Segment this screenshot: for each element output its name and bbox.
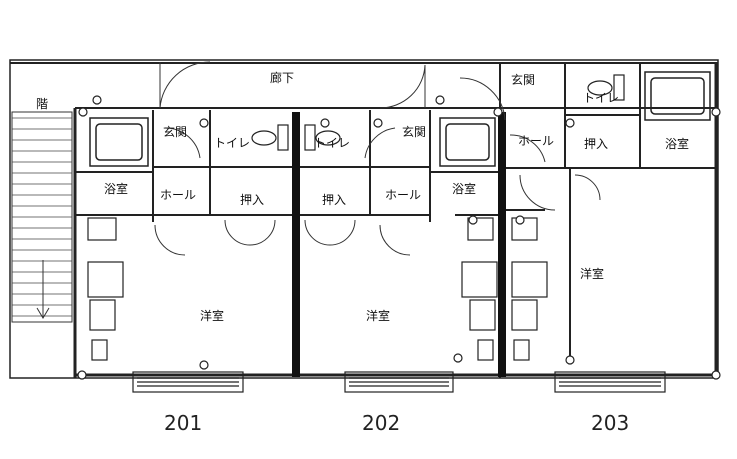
pillar-marker [711, 107, 721, 117]
kitchen-201 [87, 217, 124, 361]
pillar-marker [565, 118, 575, 128]
toilet-203 [587, 74, 625, 101]
label-western-room-203: 洋室 [580, 266, 604, 281]
label-entrance-203: 玄関 [511, 72, 535, 87]
bathtub-201 [89, 117, 149, 167]
window-201 [132, 371, 244, 393]
label-hall-201: ホール [160, 188, 196, 202]
label-western-room-201: 洋室 [200, 308, 224, 323]
pillar-marker [78, 107, 88, 117]
unit-number-201: 201 [164, 411, 202, 435]
label-entrance-202: 玄関 [402, 124, 426, 139]
label-closet-203: 押入 [584, 137, 608, 151]
kitchen-203 [511, 217, 548, 361]
bathtub-203 [644, 71, 711, 121]
unit-number-202: 202 [362, 411, 400, 435]
unit-number-203: 203 [591, 411, 629, 435]
pillar-marker [435, 95, 445, 105]
label-closet-202: 押入 [322, 193, 346, 207]
interior-walls [75, 63, 716, 360]
label-bath-203: 浴室 [665, 136, 689, 151]
pillar-marker [515, 215, 525, 225]
pillar-marker [468, 215, 478, 225]
toilet-202 [304, 124, 341, 151]
pillar-marker [77, 370, 87, 380]
door-swings [154, 61, 601, 256]
pillars [77, 95, 721, 380]
label-western-room-202: 洋室 [366, 308, 390, 323]
label-hall-203: ホール [518, 134, 554, 148]
label-hall-202: ホール [385, 188, 421, 202]
bathtub-202 [439, 117, 496, 167]
label-bath-202: 浴室 [452, 181, 476, 196]
label-stairs: 階 [36, 96, 48, 111]
pillar-marker [565, 355, 575, 365]
pillar-marker [92, 95, 102, 105]
party-walls [292, 112, 506, 377]
pillar-marker [493, 107, 503, 117]
label-toilet-203: トイレ [583, 91, 619, 105]
label-entrance-201: 玄関 [163, 124, 187, 139]
pillar-marker [711, 370, 721, 380]
window-203 [554, 371, 666, 393]
kitchen-202 [461, 217, 498, 361]
pillar-marker [199, 360, 209, 370]
toilet-201 [251, 124, 289, 151]
label-toilet-201: トイレ [214, 136, 250, 150]
label-corridor: 廊下 [270, 70, 294, 85]
pillar-marker [453, 353, 463, 363]
pillar-marker [320, 118, 330, 128]
pillar-marker [199, 118, 209, 128]
stair-treads [12, 117, 72, 317]
window-202 [344, 371, 454, 393]
label-bath-201: 浴室 [104, 181, 128, 196]
label-toilet-202: トイレ [314, 136, 350, 150]
pillar-marker [373, 118, 383, 128]
label-closet-201: 押入 [240, 193, 264, 207]
stairs-arrow [36, 260, 50, 319]
